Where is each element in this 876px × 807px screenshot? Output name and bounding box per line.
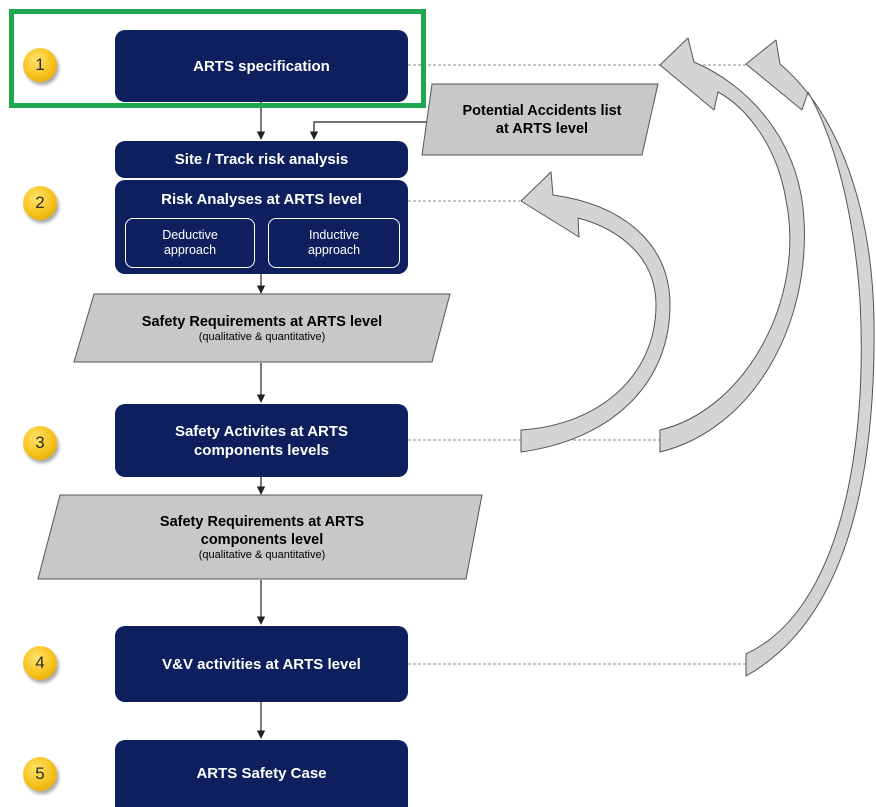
safety-req-components-label: Safety Requirements at ARTS components l… [159, 513, 365, 548]
step-badge-4: 4 [23, 646, 57, 680]
arts-specification-box: ARTS specification [115, 30, 408, 102]
feedback-arrow-activities-to-spec [659, 37, 805, 453]
deductive-approach-label: Deductive approach [162, 228, 218, 257]
step-badge-2: 2 [23, 186, 57, 220]
step1-highlight-frame [9, 9, 426, 108]
risk-analyses-label: Risk Analyses at ARTS level [161, 191, 362, 208]
safety-req-arts-shape [73, 293, 451, 363]
potential-accidents-shape [421, 83, 659, 156]
vv-activities-label: V&V activities at ARTS level [162, 655, 361, 673]
step-badge-1: 1 [23, 48, 57, 82]
risk-analyses-box: Risk Analyses at ARTS level Deductive ap… [115, 180, 408, 274]
safety-activities-box: Safety Activites at ARTS components leve… [115, 404, 408, 477]
arts-safety-case-box: ARTS Safety Case [115, 740, 408, 807]
site-track-risk-box: Site / Track risk analysis [115, 141, 408, 178]
arts-specification-label: ARTS specification [193, 57, 330, 75]
feedback-arrow-vv-to-spec [745, 39, 875, 677]
safety-req-components-shape [37, 494, 483, 580]
safety-req-components-note: (qualitative & quantitative) [198, 548, 326, 561]
deductive-approach-box: Deductive approach [125, 218, 255, 268]
step-badge-5: 5 [23, 757, 57, 791]
site-track-risk-label: Site / Track risk analysis [174, 151, 349, 168]
safety-req-arts-label: Safety Requirements at ARTS level [141, 313, 383, 330]
inductive-approach-box: Inductive approach [268, 218, 400, 268]
safety-req-arts-note: (qualitative & quantitative) [198, 330, 326, 343]
safety-req-components-text: Safety Requirements at ARTS components l… [50, 495, 474, 579]
safety-activities-label: Safety Activites at ARTS components leve… [174, 422, 349, 459]
feedback-arrow-activities-to-risk [520, 171, 671, 453]
arts-safety-case-label: ARTS Safety Case [196, 765, 327, 782]
potential-accidents-text: Potential Accidents list at ARTS level [432, 84, 652, 155]
potential-accidents-label: Potential Accidents list at ARTS level [462, 102, 622, 137]
inductive-approach-label: Inductive approach [307, 228, 361, 257]
step-badge-3: 3 [23, 426, 57, 460]
safety-req-arts-text: Safety Requirements at ARTS level (quali… [84, 294, 440, 362]
flow-arrow-accidents-to-site [309, 121, 440, 140]
vv-activities-box: V&V activities at ARTS level [115, 626, 408, 702]
